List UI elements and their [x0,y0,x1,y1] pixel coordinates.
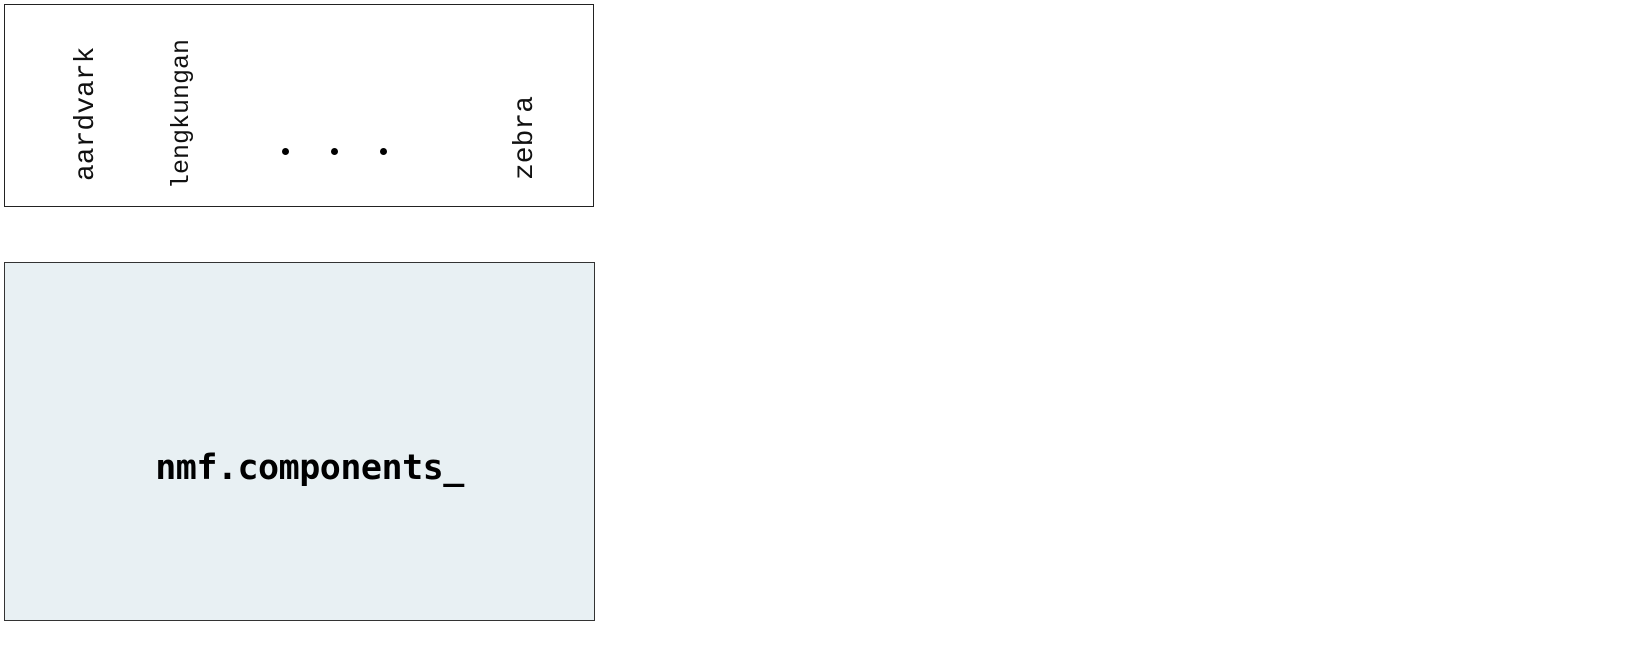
components-matrix-box: nmf.components_ [4,262,595,621]
vocab-word-lengkungan: lengkungan [167,38,196,189]
vocab-word-aardvark: aardvark [71,46,102,181]
ellipsis-dot [380,148,387,155]
vocab-word-zebra: zebra [510,95,541,180]
ellipsis-dot [282,148,289,155]
components-label: nmf.components_ [155,447,464,488]
ellipsis-dot [331,148,338,155]
vocabulary-header-box: aardvark lengkungan zebra [4,4,594,207]
